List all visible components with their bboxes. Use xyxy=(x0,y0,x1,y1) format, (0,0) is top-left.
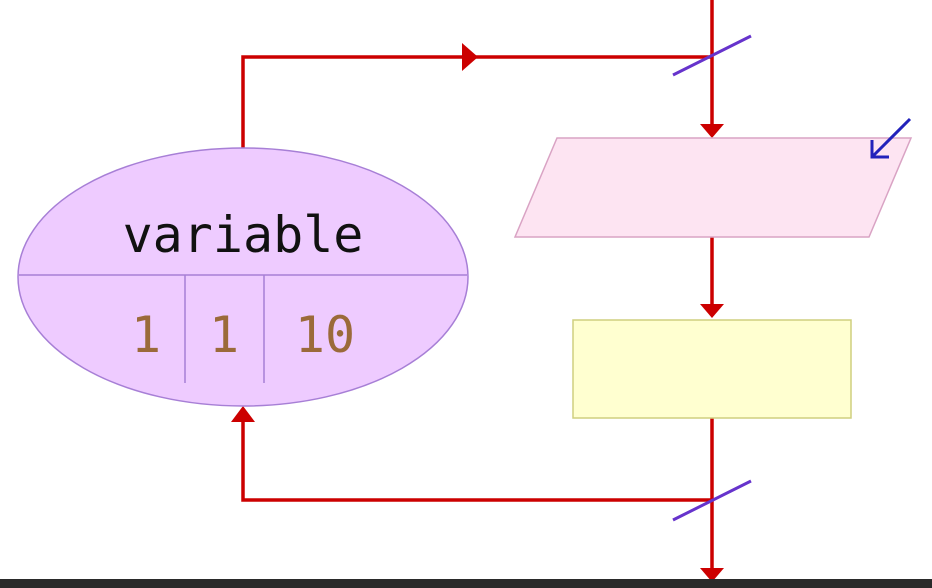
variable-end-value: 10 xyxy=(295,306,355,364)
bottom-edge-bar xyxy=(0,579,932,588)
arrowhead-loop-top xyxy=(462,43,478,71)
loop-line-bottom xyxy=(241,418,712,502)
process-box[interactable] xyxy=(572,319,852,419)
variable-start-value: 1 xyxy=(131,306,161,364)
slash-marker-icon xyxy=(672,34,752,77)
input-parallelogram xyxy=(513,137,913,238)
arrowhead-into-input xyxy=(700,124,724,138)
arrowhead-loop-bottom xyxy=(231,406,255,422)
loop-line-top xyxy=(241,55,712,150)
arrow-down-left-icon xyxy=(870,117,912,159)
arrow-down-left-icon-head xyxy=(870,140,889,159)
loop-variable-node[interactable]: variable 1 1 10 xyxy=(17,147,469,407)
variable-step-value: 1 xyxy=(209,306,239,364)
variable-name: variable xyxy=(123,206,364,264)
input-node[interactable] xyxy=(513,117,913,238)
variable-ellipse xyxy=(17,147,469,407)
arrowhead-exit xyxy=(700,568,724,582)
arrowhead-into-process xyxy=(700,304,724,318)
slash-marker-icon xyxy=(672,479,752,522)
